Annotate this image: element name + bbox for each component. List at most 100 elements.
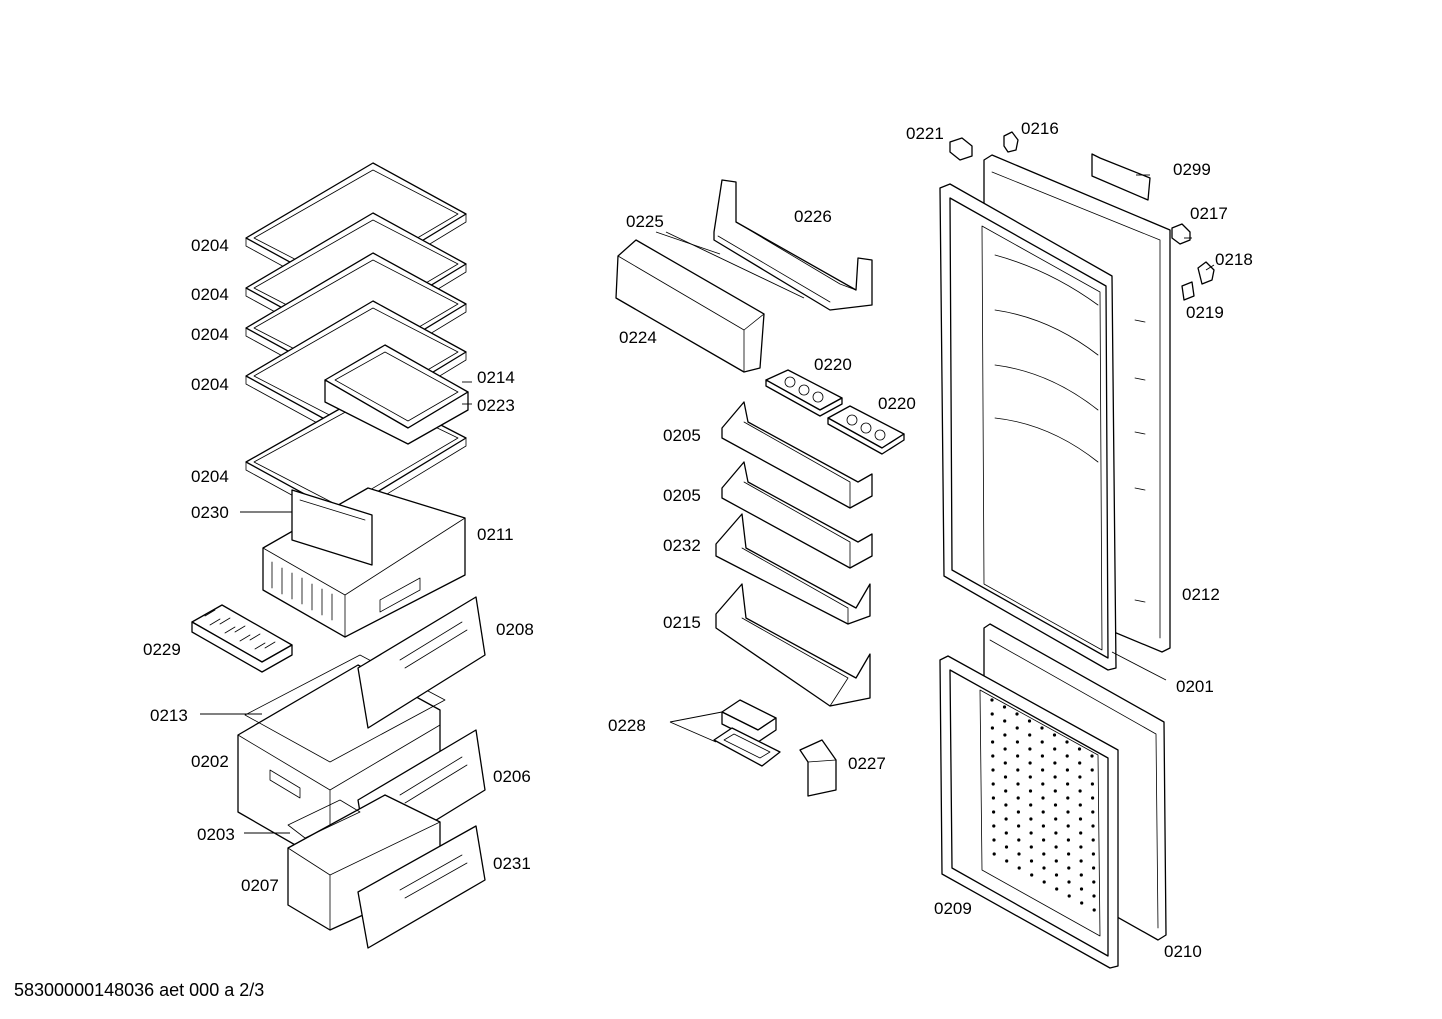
callout-0217: 0217 — [1190, 204, 1228, 223]
callout-0213: 0213 — [150, 706, 188, 725]
callout-0220-b: 0220 — [878, 394, 916, 413]
callout-0229: 0229 — [143, 640, 181, 659]
freezer-door-dot — [992, 824, 996, 828]
freezer-door-dot — [1015, 726, 1019, 730]
freezer-door-dot — [1077, 747, 1082, 751]
freezer-door-dot — [992, 810, 996, 814]
freezer-door-dot — [1053, 761, 1057, 765]
door-gasket-0201 — [939, 183, 1117, 671]
freezer-door-dot — [1016, 810, 1021, 814]
freezer-door-dot — [1041, 782, 1045, 786]
freezer-door-dot — [1053, 789, 1057, 793]
callout-0206: 0206 — [493, 767, 531, 786]
freezer-door-dot — [991, 754, 995, 758]
freezer-door-dot — [1015, 712, 1019, 716]
callout-0205-b: 0205 — [663, 486, 701, 505]
freezer-door-dot — [991, 796, 996, 800]
freezer-door-dot — [1054, 873, 1059, 877]
small-parts-door-hinge — [949, 131, 1215, 301]
freezer-door-dot — [1041, 824, 1045, 828]
callout-0204-d: 0204 — [191, 375, 229, 394]
freezer-door-dot — [1065, 768, 1069, 772]
callout-0218: 0218 — [1215, 250, 1253, 269]
freezer-door-dot — [1002, 705, 1007, 709]
freezer-door-dot — [1041, 768, 1045, 772]
freezer-door-dot — [1053, 803, 1058, 807]
callout-0232: 0232 — [663, 536, 701, 555]
freezer-door-dot — [1055, 887, 1059, 891]
freezer-door-dot — [1079, 859, 1083, 863]
freezer-door-dot — [1027, 719, 1032, 723]
freezer-door-dot — [1066, 796, 1070, 800]
freezer-door-dot — [1004, 803, 1008, 807]
freezer-door-dot — [1029, 831, 1033, 835]
freezer-door-dot — [1090, 754, 1094, 758]
freezer-door-dot — [1003, 733, 1007, 737]
freezer-door-dot — [1065, 740, 1069, 744]
small-box-0223 — [324, 344, 469, 445]
freezer-door-dot — [1042, 852, 1046, 856]
freezer-door-dot — [1042, 880, 1046, 884]
freezer-door-dot — [1028, 733, 1032, 737]
freezer-door-dot — [1017, 852, 1021, 856]
freezer-door-dot — [1029, 859, 1034, 863]
freezer-door-dot — [1003, 775, 1008, 779]
label-0299 — [1091, 153, 1151, 201]
freezer-door-dot — [1091, 852, 1095, 856]
callout-0221: 0221 — [906, 124, 944, 143]
freezer-door-dot — [1078, 789, 1082, 793]
callout-0209: 0209 — [934, 899, 972, 918]
freezer-door-dot — [1067, 852, 1071, 856]
freezer-door-dot — [1078, 803, 1082, 807]
freezer-door-dot — [1091, 824, 1095, 828]
freezer-door-dot — [1030, 873, 1034, 877]
freezer-door-dot — [992, 852, 996, 856]
part-0218 — [1197, 261, 1215, 285]
freezer-door-dot — [1067, 866, 1071, 870]
freezer-door-dot — [1016, 754, 1020, 758]
freezer-door-dot — [1079, 845, 1083, 849]
callout-0223: 0223 — [477, 396, 515, 415]
door-bin-0205-b — [721, 461, 873, 569]
callout-0202: 0202 — [191, 752, 229, 771]
freezer-door-dot — [1092, 894, 1096, 898]
freezer-door-dot — [1015, 740, 1020, 744]
leader-lines — [200, 174, 1215, 834]
callout-0299: 0299 — [1173, 160, 1211, 179]
callout-0201: 0201 — [1176, 677, 1214, 696]
callout-0219: 0219 — [1186, 303, 1224, 322]
callout-0216: 0216 — [1021, 119, 1059, 138]
freezer-door-dot — [1041, 810, 1045, 814]
freezer-door-dot — [1067, 894, 1071, 898]
part-0221 — [949, 137, 973, 161]
freezer-door-dot — [1005, 859, 1009, 863]
freezer-door-dot — [1042, 838, 1046, 842]
callout-labels: 0221 0216 0299 0217 0218 0219 0225 0226 … — [143, 119, 1253, 961]
shelf-cover-0224 — [615, 239, 765, 373]
freezer-door-dot — [1053, 747, 1057, 751]
door-shelf-0226 — [713, 179, 873, 311]
callout-0215: 0215 — [663, 613, 701, 632]
freezer-door-dot — [1042, 866, 1046, 870]
freezer-door-dot — [1040, 740, 1044, 744]
part-0219 — [1181, 281, 1195, 301]
callout-0225: 0225 — [626, 212, 664, 231]
freezer-door-dot — [1065, 754, 1069, 758]
door-bin-0232 — [715, 513, 871, 625]
freezer-door-dot — [1040, 726, 1044, 730]
divider-0230 — [291, 489, 373, 566]
freezer-door-dot — [1079, 831, 1083, 835]
small-box-0228 — [713, 699, 781, 767]
door-bin-0215 — [715, 583, 871, 707]
callout-0227: 0227 — [848, 754, 886, 773]
freezer-door-dot — [1053, 775, 1057, 779]
callout-0205-a: 0205 — [663, 426, 701, 445]
part-0217 — [1171, 223, 1191, 245]
freezer-door-dot — [1066, 824, 1070, 828]
freezer-door-dot — [1017, 824, 1021, 828]
freezer-door-dot — [1029, 845, 1033, 849]
part-0216 — [1003, 131, 1019, 153]
part-0227 — [799, 739, 837, 797]
callout-0211: 0211 — [477, 525, 514, 544]
freezer-door-dot — [1066, 810, 1070, 814]
